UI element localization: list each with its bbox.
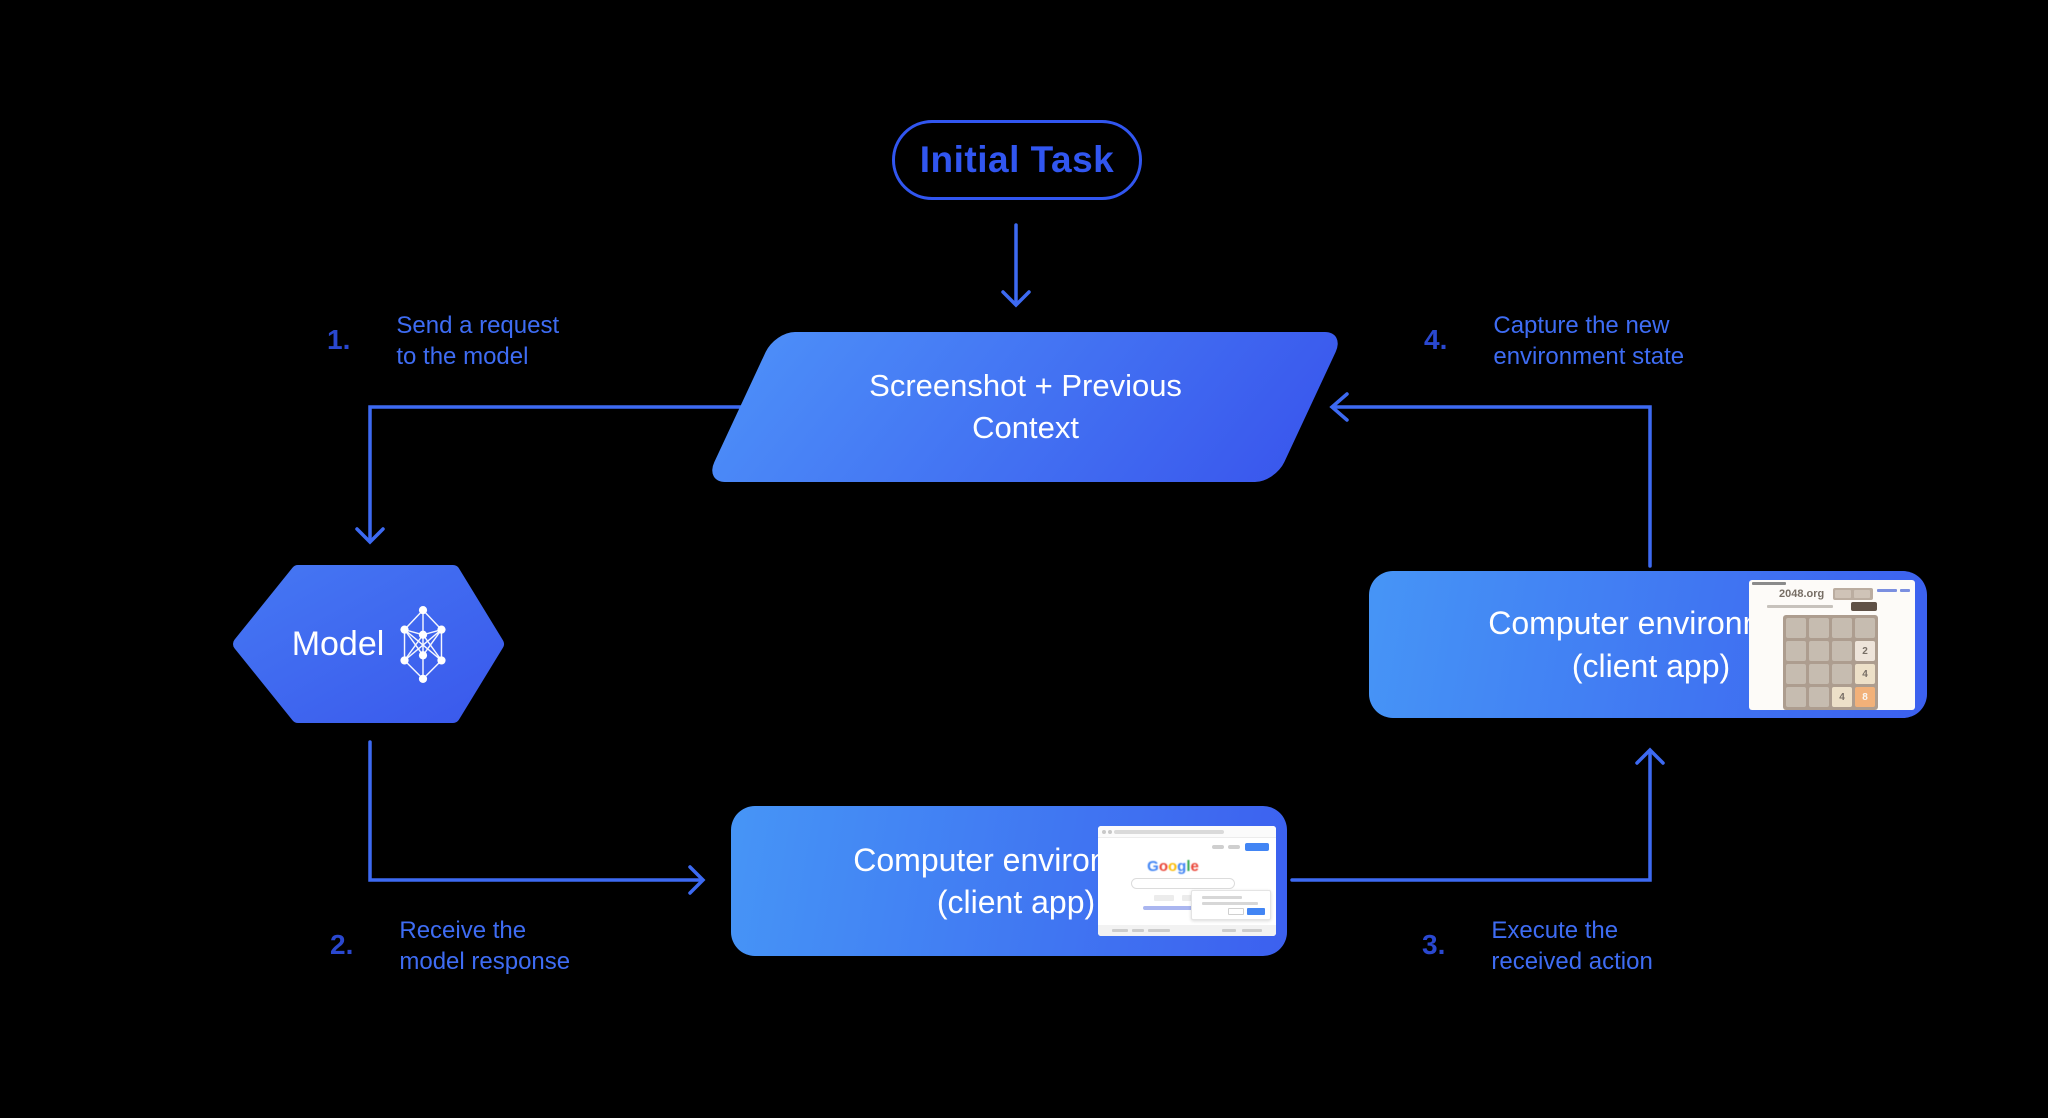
mini-offered-link xyxy=(1143,906,1215,910)
model-label: Model xyxy=(291,624,385,663)
step-3-text: Execute the received action xyxy=(1491,915,1652,977)
step-1-label: 1. Send a request to the model xyxy=(327,310,559,372)
step-1-line2: to the model xyxy=(396,343,529,370)
google-logo-letter: o xyxy=(1167,858,1178,875)
arrow-step4-env-to-context xyxy=(1329,392,1652,568)
mini-top-link xyxy=(1877,589,1897,592)
footer-link xyxy=(1112,929,1128,932)
google-logo-letter: o xyxy=(1158,858,1168,875)
arrow-task-to-context xyxy=(1001,223,1031,308)
mini-browser-toolbar xyxy=(1098,826,1276,838)
game-empty-cell xyxy=(1832,618,1852,638)
env-bottom-subtitle: (client app) xyxy=(936,884,1096,920)
dialog-text-line xyxy=(1202,902,1258,905)
game-empty-cell xyxy=(1809,618,1829,638)
initial-task-label: Initial Task xyxy=(919,139,1115,180)
game-empty-cell xyxy=(1855,618,1875,638)
game-tile: 4 xyxy=(1832,687,1852,707)
mini-new-game-button xyxy=(1851,602,1877,611)
game-empty-cell xyxy=(1786,664,1806,684)
game-empty-cell xyxy=(1832,664,1852,684)
mini-top-link xyxy=(1900,589,1910,592)
dialog-primary-button xyxy=(1247,908,1265,915)
step-4-number: 4. xyxy=(1424,324,1448,355)
step-2-text: Receive the model response xyxy=(399,915,570,977)
game-empty-cell xyxy=(1786,687,1806,707)
mini-signin-button xyxy=(1245,843,1269,851)
step-2-label: 2. Receive the model response xyxy=(330,915,570,977)
step-3-line2: received action xyxy=(1491,948,1653,975)
game-empty-cell xyxy=(1832,641,1852,661)
footer-link xyxy=(1148,929,1170,932)
step-1-text: Send a request to the model xyxy=(396,310,559,372)
mini-game-tagline xyxy=(1767,605,1833,608)
mini-search-button xyxy=(1154,895,1174,901)
step-3-number: 3. xyxy=(1422,929,1446,960)
mini-browser-footer xyxy=(1098,925,1276,936)
google-logo-letter: G xyxy=(1147,858,1159,875)
step-4-text: Capture the new environment state xyxy=(1493,310,1684,372)
screenshot-context-node: Screenshot + Previous Context xyxy=(705,332,1345,482)
step-3-label: 3. Execute the received action xyxy=(1422,915,1653,977)
step-4-label: 4. Capture the new environment state xyxy=(1424,310,1684,372)
dialog-secondary-button xyxy=(1228,908,1244,915)
google-logo-letter: e xyxy=(1190,858,1199,875)
step-4-line2: environment state xyxy=(1493,343,1685,370)
game-tile: 8 xyxy=(1855,687,1875,707)
mini-search-box xyxy=(1131,878,1235,889)
env-bottom-node: Computer environment (client app) Google xyxy=(731,806,1287,956)
mini-game-subrow xyxy=(1755,602,1909,613)
initial-task-node: Initial Task xyxy=(892,120,1142,200)
window-dot-icon xyxy=(1102,830,1106,834)
step-2-line1: Receive the xyxy=(399,917,527,944)
arrow-step1-context-to-model xyxy=(355,405,747,545)
step-1-line1: Send a request xyxy=(396,312,560,339)
footer-link xyxy=(1242,929,1262,932)
model-hexagon-shape xyxy=(233,565,504,723)
mini-cookie-dialog xyxy=(1191,890,1271,920)
mini-score-box xyxy=(1833,588,1873,600)
game-empty-cell xyxy=(1786,641,1806,661)
arrow-step2-model-to-env xyxy=(368,740,706,895)
game-tile: 2 xyxy=(1855,641,1875,661)
step-2-line2: model response xyxy=(399,948,571,975)
dialog-text-line xyxy=(1202,896,1242,899)
mini-address-bar xyxy=(1114,830,1224,834)
step-1-number: 1. xyxy=(327,324,351,355)
mini-tab-title xyxy=(1752,582,1786,585)
best-value xyxy=(1854,590,1870,598)
google-logo-letter: l xyxy=(1186,858,1191,875)
google-logo: Google xyxy=(1098,858,1248,875)
mini-browser-screenshot: Google xyxy=(1098,826,1276,936)
env-right-subtitle: (client app) xyxy=(1571,647,1731,684)
screenshot-context-label: Screenshot + Previous Context xyxy=(868,368,1182,445)
score-value xyxy=(1835,590,1851,598)
window-dot-icon xyxy=(1108,830,1112,834)
step-3-line1: Execute the xyxy=(1491,917,1619,944)
mini-gmail-link xyxy=(1212,845,1224,849)
game-empty-cell xyxy=(1809,664,1829,684)
arrow-step3-env-to-env xyxy=(1290,747,1665,882)
step-4-line1: Capture the new xyxy=(1493,312,1670,339)
footer-link xyxy=(1132,929,1144,932)
game-empty-cell xyxy=(1809,687,1829,707)
google-logo-letter: g xyxy=(1177,858,1187,875)
env-right-node: Computer environment (client app) 2048.o… xyxy=(1369,571,1927,718)
mini-game-header: 2048.org xyxy=(1755,587,1910,602)
footer-link xyxy=(1222,929,1236,932)
neural-network-icon xyxy=(400,606,446,683)
game-tile: 4 xyxy=(1855,664,1875,684)
mini-images-link xyxy=(1228,845,1240,849)
game-empty-cell xyxy=(1809,641,1829,661)
step-2-number: 2. xyxy=(330,929,354,960)
model-node: Model xyxy=(240,570,498,718)
mini-game-title: 2048.org xyxy=(1779,588,1825,600)
game-empty-cell xyxy=(1786,618,1806,638)
